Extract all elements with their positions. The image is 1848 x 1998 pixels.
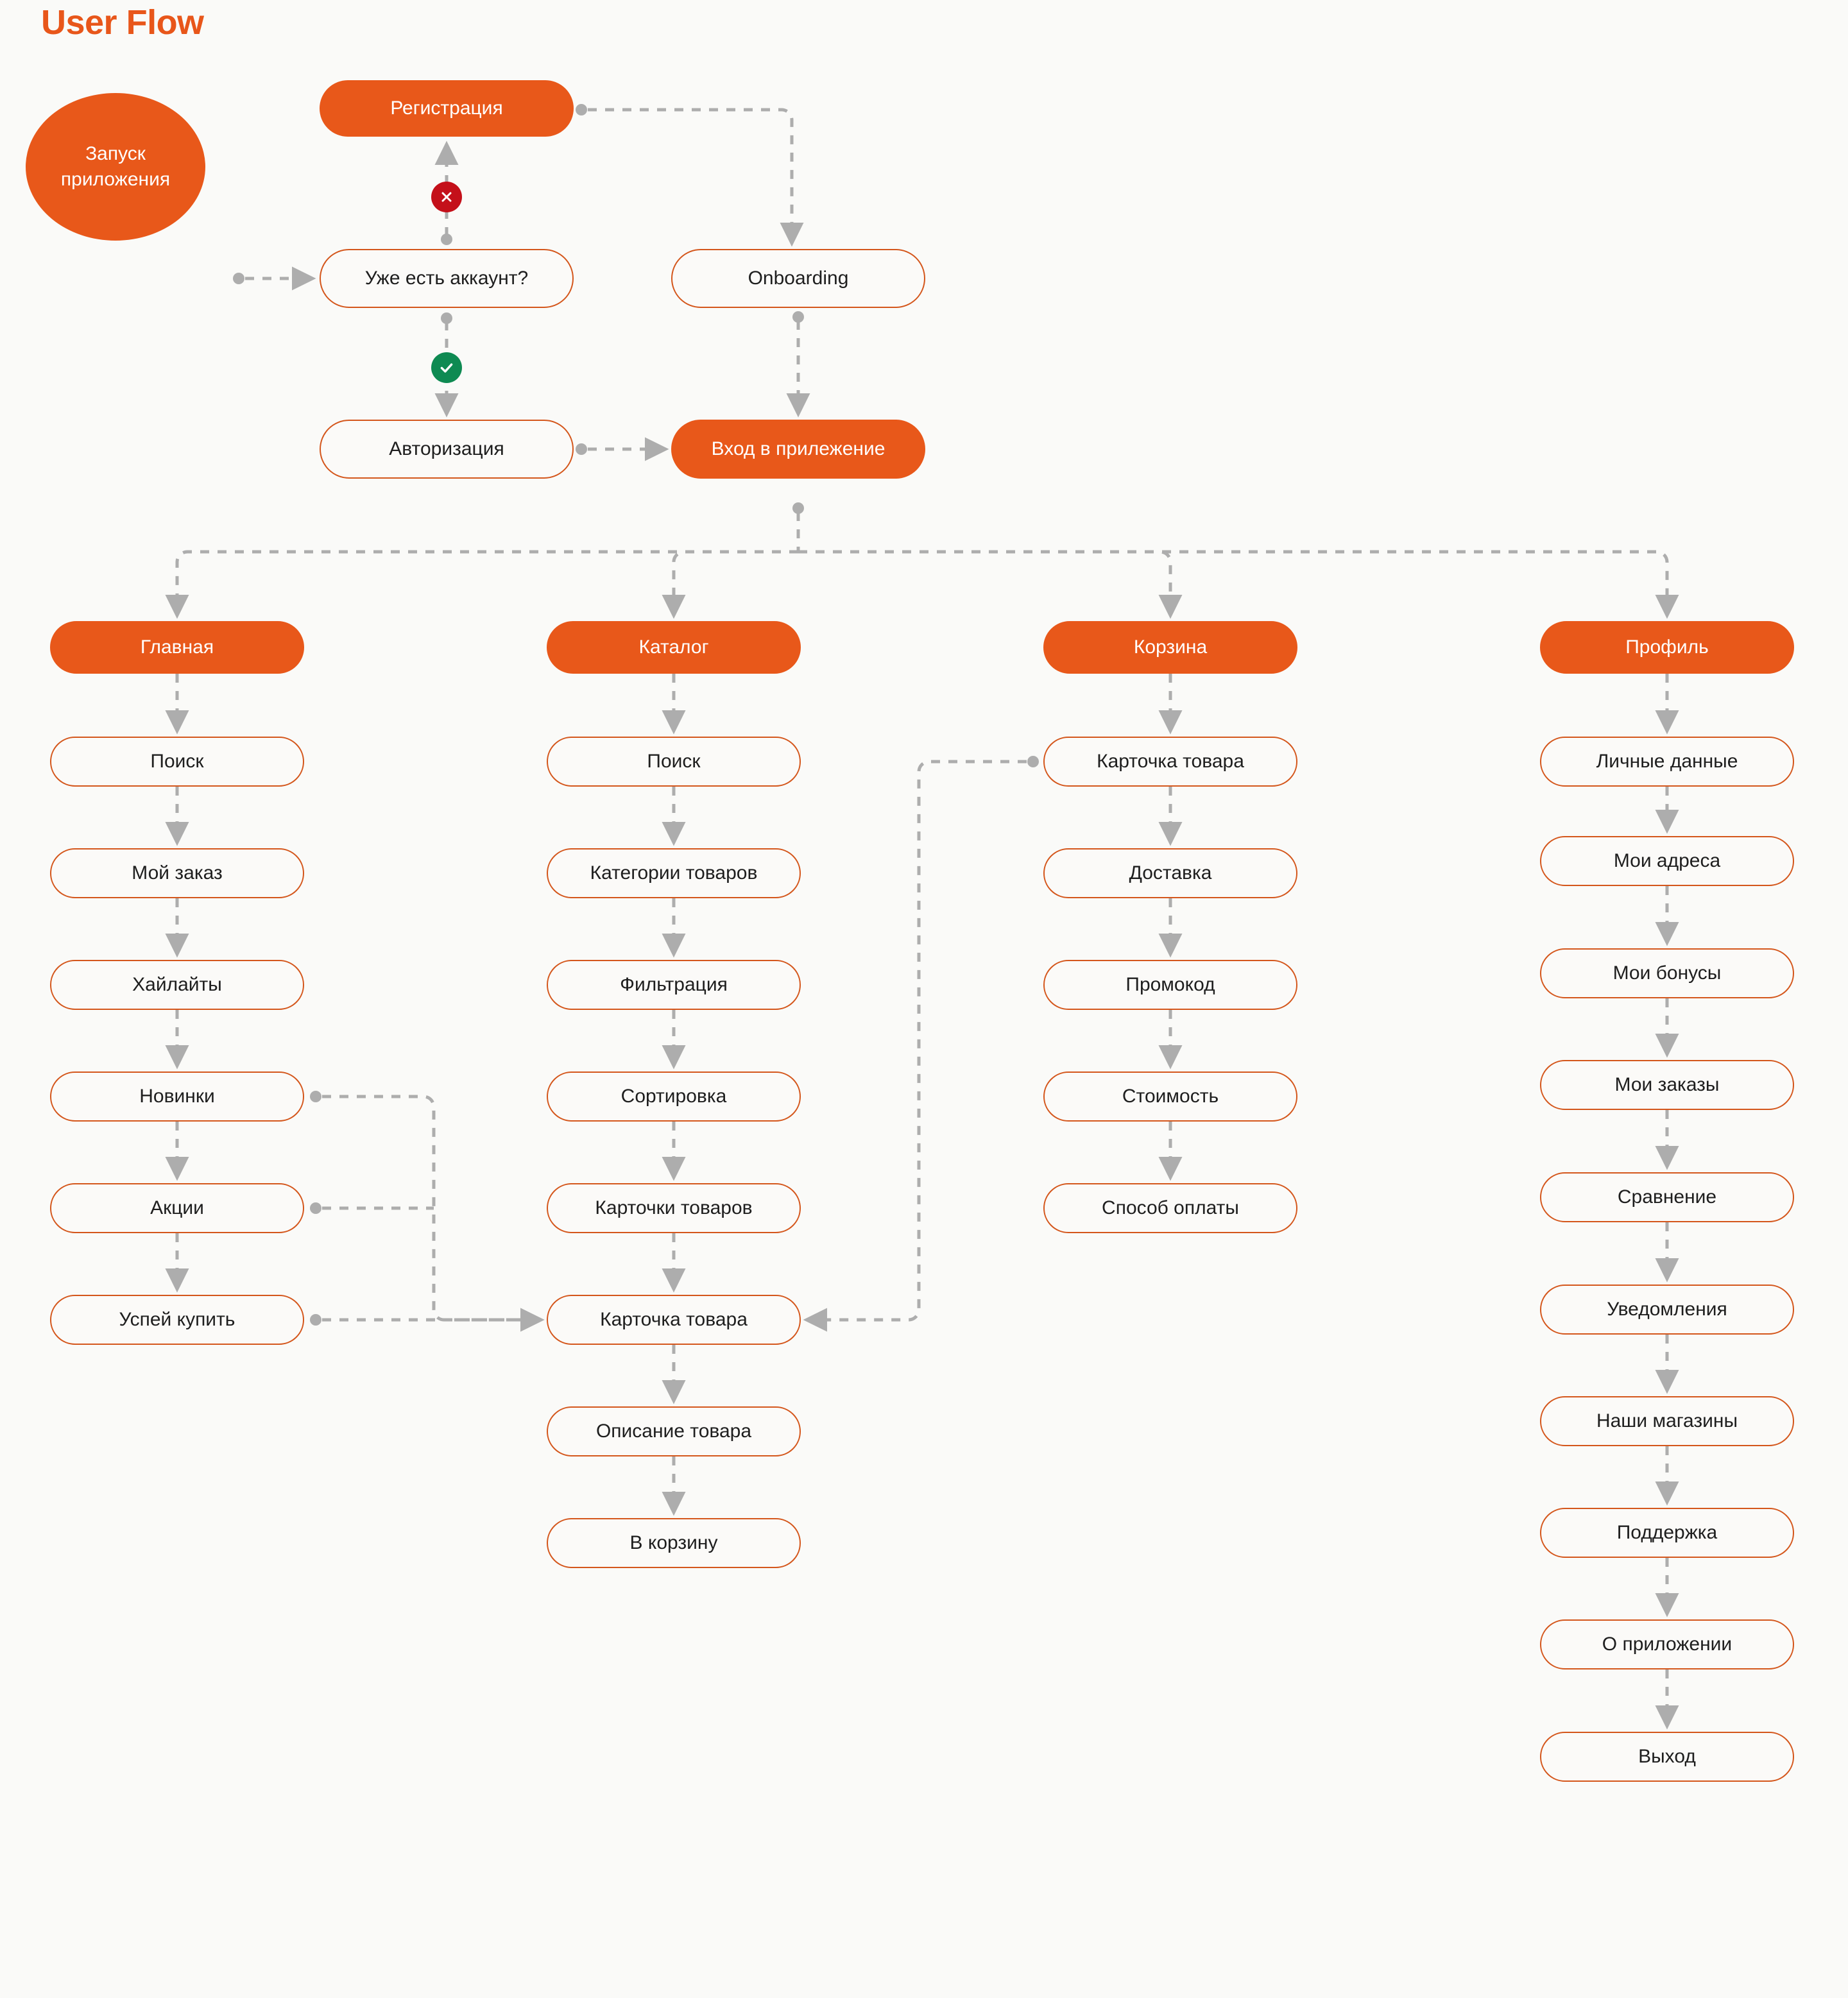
flow-node-p1[interactable]: Личные данные (1540, 737, 1794, 787)
flow-node-m4[interactable]: Новинки (50, 1072, 304, 1122)
flow-node-label: Выход (1638, 1746, 1696, 1768)
flow-node-label: Сортировка (620, 1086, 727, 1107)
flow-node-has_account[interactable]: Уже есть аккаунт? (320, 249, 574, 308)
flow-node-c2[interactable]: Категории товаров (547, 848, 801, 898)
flow-node-c1[interactable]: Поиск (547, 737, 801, 787)
flow-node-cart[interactable]: Корзина (1043, 621, 1297, 674)
flow-node-label: Корзина (1133, 636, 1208, 658)
flow-node-authorization[interactable]: Авторизация (320, 420, 574, 479)
flow-node-k5[interactable]: Способ оплаты (1043, 1183, 1297, 1233)
flow-node-label: Личные данные (1596, 751, 1738, 773)
flow-node-label: Главная (140, 636, 214, 658)
flow-node-profile[interactable]: Профиль (1540, 621, 1794, 674)
flow-node-label: Карточка товара (600, 1309, 748, 1331)
flow-node-label: Наши магазины (1596, 1410, 1738, 1432)
page-title: User Flow (41, 3, 204, 42)
flow-node-p6[interactable]: Уведомления (1540, 1285, 1794, 1335)
flow-node-p5[interactable]: Сравнение (1540, 1172, 1794, 1222)
flow-node-label: Карточки товаров (595, 1197, 753, 1219)
flow-node-p7[interactable]: Наши магазины (1540, 1396, 1794, 1446)
flow-node-k4[interactable]: Стоимость (1043, 1072, 1297, 1122)
flow-node-label: Способ оплаты (1102, 1197, 1239, 1219)
flow-node-k3[interactable]: Промокод (1043, 960, 1297, 1010)
flow-node-label: Успей купить (119, 1309, 235, 1331)
flow-node-k2[interactable]: Доставка (1043, 848, 1297, 898)
flow-node-c4[interactable]: Сортировка (547, 1072, 801, 1122)
flow-node-m2[interactable]: Мой заказ (50, 848, 304, 898)
flow-node-c3[interactable]: Фильтрация (547, 960, 801, 1010)
flow-node-k1[interactable]: Карточка товара (1043, 737, 1297, 787)
close-icon (431, 182, 462, 212)
flow-node-label: Акции (150, 1197, 204, 1219)
flow-node-label: Уже есть аккаунт? (364, 268, 529, 289)
flow-node-label: Категории товаров (590, 862, 758, 884)
flow-node-label: Поиск (647, 751, 701, 773)
flow-node-label: Описание товара (595, 1421, 752, 1442)
flow-node-p4[interactable]: Мои заказы (1540, 1060, 1794, 1110)
flow-node-label: Уведомления (1607, 1299, 1727, 1320)
check-icon (431, 352, 462, 383)
flow-node-label: Onboarding (748, 268, 849, 289)
flow-node-app_entry[interactable]: Вход в прилежение (671, 420, 925, 479)
flow-node-label: Вход в прилежение (711, 438, 886, 460)
flow-node-main[interactable]: Главная (50, 621, 304, 674)
flow-node-label: Регистрация (390, 98, 503, 119)
flow-node-p9[interactable]: О приложении (1540, 1619, 1794, 1669)
flow-node-p8[interactable]: Поддержка (1540, 1508, 1794, 1558)
flow-node-label: Профиль (1625, 636, 1709, 658)
flow-node-label: Фильтрация (620, 974, 728, 996)
flow-node-label: Поиск (150, 751, 204, 773)
flow-node-label: Поддержка (1616, 1522, 1718, 1544)
flow-node-label: Мой заказ (132, 862, 223, 884)
flow-node-p10[interactable]: Выход (1540, 1732, 1794, 1782)
flow-node-label: Новинки (139, 1086, 215, 1107)
flow-node-label: Мои бонусы (1613, 962, 1722, 984)
flow-node-onboarding[interactable]: Onboarding (671, 249, 925, 308)
flow-node-p2[interactable]: Мои адреса (1540, 836, 1794, 886)
flow-node-label: Промокод (1125, 974, 1215, 996)
flow-node-label: Карточка товара (1097, 751, 1244, 773)
flow-node-label: В корзину (629, 1532, 718, 1554)
flow-node-label: О приложении (1602, 1634, 1733, 1655)
flow-node-label: Каталог (638, 636, 709, 658)
flow-node-c8[interactable]: В корзину (547, 1518, 801, 1568)
flow-node-label: Доставка (1129, 862, 1212, 884)
flow-node-label: Авторизация (389, 438, 504, 460)
flow-node-label: Мои адреса (1613, 850, 1721, 872)
flow-node-m6[interactable]: Успей купить (50, 1295, 304, 1345)
flow-node-label: Сравнение (1617, 1186, 1717, 1208)
flow-node-label: Мои заказы (1614, 1074, 1720, 1096)
flow-node-p3[interactable]: Мои бонусы (1540, 948, 1794, 998)
flow-node-label: Стоимость (1122, 1086, 1219, 1107)
flow-node-m5[interactable]: Акции (50, 1183, 304, 1233)
flow-node-m1[interactable]: Поиск (50, 737, 304, 787)
flow-node-c6[interactable]: Карточка товара (547, 1295, 801, 1345)
flow-node-c5[interactable]: Карточки товаров (547, 1183, 801, 1233)
flow-node-m3[interactable]: Хайлайты (50, 960, 304, 1010)
flow-node-catalog[interactable]: Каталог (547, 621, 801, 674)
flow-node-c7[interactable]: Описание товара (547, 1406, 801, 1456)
flow-node-register[interactable]: Регистрация (320, 80, 574, 137)
flow-node-label: Хайлайты (132, 974, 222, 996)
